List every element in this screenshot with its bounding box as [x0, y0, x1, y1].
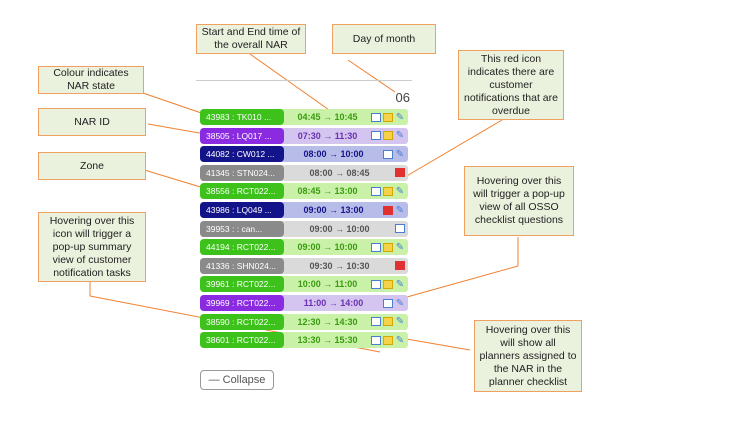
osso-checklist-icon[interactable]	[383, 131, 393, 141]
nar-row-icons: ✎	[371, 185, 408, 197]
callout-customer-notification: Hovering over this icon will trigger a p…	[38, 212, 146, 282]
nar-row-icons: ✎	[371, 334, 408, 346]
nar-id-badge[interactable]: 38590 : RCT022...	[200, 313, 284, 330]
callout-start-end-time: Start and End time of the overall NAR	[196, 24, 306, 54]
customer-notification-icon[interactable]	[371, 131, 381, 141]
nar-row-icons: ✎	[383, 297, 408, 309]
nar-time-range: 10:00 → 11:00	[297, 279, 358, 290]
customer-notification-icon[interactable]	[371, 317, 381, 327]
overdue-notification-icon[interactable]	[395, 261, 405, 271]
callout-red-icon-overdue: This red icon indicates there are custom…	[458, 50, 564, 120]
customer-notification-icon[interactable]	[383, 298, 393, 308]
nar-row[interactable]: 43983 : TK010 ... 04:45 → 10:45 ✎	[200, 109, 408, 125]
customer-notification-icon[interactable]	[383, 149, 393, 159]
callout-planners-assigned: Hovering over this will show all planner…	[474, 320, 582, 392]
nar-id-badge[interactable]: 38601 : RCT022...	[200, 332, 284, 349]
osso-checklist-icon[interactable]	[383, 186, 393, 196]
nar-id-badge[interactable]: 43986 : LQ049 ...	[200, 202, 284, 218]
nar-id-badge[interactable]: 38556 : RCT022...	[200, 183, 284, 200]
nar-time-range: 08:00 → 08:45	[309, 167, 370, 178]
nar-row-icons: ✎	[371, 130, 408, 142]
nar-id-badge[interactable]: 39953 : : can...	[200, 220, 284, 237]
nar-row-icons: ✎	[383, 204, 408, 216]
nar-row[interactable]: 39953 : : can... 09:00 → 10:00	[200, 220, 408, 237]
day-of-month: 06	[395, 90, 410, 105]
planner-checklist-icon[interactable]: ✎	[395, 185, 405, 197]
planner-checklist-icon[interactable]: ✎	[395, 241, 405, 253]
nar-row[interactable]: 44082 : CW012 ... 08:00 → 10:00 ✎	[200, 146, 408, 163]
nar-row-icons	[395, 224, 408, 234]
collapse-button[interactable]: — Collapse	[200, 370, 274, 390]
nar-row[interactable]: 38556 : RCT022... 08:45 → 13:00 ✎	[200, 183, 408, 200]
nar-row[interactable]: 44194 : RCT022... 09:00 → 10:00 ✎	[200, 239, 408, 256]
nar-row-icons	[395, 168, 408, 178]
nar-row[interactable]: 39961 : RCT022... 10:00 → 11:00 ✎	[200, 276, 408, 293]
nar-time-range: 08:45 → 13:00	[297, 186, 358, 197]
callout-osso-checklist: Hovering over this will trigger a pop-up…	[464, 166, 574, 236]
nar-time-range: 09:30 → 10:30	[309, 260, 370, 271]
nar-id-badge[interactable]: 41336 : SHN024...	[200, 257, 284, 274]
osso-checklist-icon[interactable]	[383, 242, 393, 252]
nar-row-icons: ✎	[371, 111, 408, 123]
nar-time-range: 09:00 → 13:00	[303, 205, 364, 215]
nar-row[interactable]: 38590 : RCT022... 12:30 → 14:30 ✎	[200, 313, 408, 330]
nar-time-range: 04:45 → 10:45	[297, 112, 358, 122]
nar-id-badge[interactable]: 38505 : LQ017 ...	[200, 127, 284, 144]
osso-checklist-icon[interactable]	[383, 335, 393, 345]
planner-checklist-icon[interactable]: ✎	[395, 111, 405, 123]
nar-row[interactable]: 39969 : RCT022... 11:00 → 14:00 ✎	[200, 295, 408, 311]
nar-row-icons: ✎	[371, 316, 408, 328]
nar-time-range: 09:00 → 10:00	[309, 223, 370, 234]
overdue-notification-icon[interactable]	[395, 168, 405, 178]
overdue-notification-icon[interactable]	[383, 205, 393, 215]
callout-day-of-month: Day of month	[332, 24, 436, 54]
callout-nar-state-colour: Colour indicates NAR state	[38, 66, 144, 94]
nar-list-panel: 06 43983 : TK010 ...04:45 → 10:45✎38505 …	[196, 80, 412, 397]
nar-id-badge[interactable]: 41345 : STN024...	[200, 164, 284, 181]
planner-checklist-icon[interactable]: ✎	[395, 204, 405, 216]
nar-time-range: 08:00 → 10:00	[303, 149, 364, 160]
nar-time-range: 12:30 → 14:30	[297, 316, 358, 327]
customer-notification-icon[interactable]	[371, 112, 381, 122]
planner-checklist-icon[interactable]: ✎	[395, 316, 405, 328]
nar-row-icons: ✎	[383, 148, 408, 160]
nar-id-badge[interactable]: 39969 : RCT022...	[200, 295, 284, 311]
customer-notification-icon[interactable]	[395, 224, 405, 234]
nar-row[interactable]: 38601 : RCT022... 13:30 → 15:30 ✎	[200, 332, 408, 349]
callout-zone: Zone	[38, 152, 146, 180]
planner-checklist-icon[interactable]: ✎	[395, 334, 405, 346]
nar-row[interactable]: 38505 : LQ017 ... 07:30 → 11:30 ✎	[200, 127, 408, 144]
planner-checklist-icon[interactable]: ✎	[395, 297, 405, 309]
nar-row[interactable]: 43986 : LQ049 ... 09:00 → 13:00 ✎	[200, 202, 408, 218]
nar-id-badge[interactable]: 44082 : CW012 ...	[200, 146, 284, 163]
nar-time-range: 07:30 → 11:30	[297, 130, 358, 141]
nar-time-range: 09:00 → 10:00	[297, 242, 358, 253]
nar-row[interactable]: 41336 : SHN024... 09:30 → 10:30	[200, 257, 408, 274]
nar-row-icons	[395, 261, 408, 271]
customer-notification-icon[interactable]	[371, 186, 381, 196]
nar-id-badge[interactable]: 44194 : RCT022...	[200, 239, 284, 256]
nar-time-range: 13:30 → 15:30	[297, 335, 358, 346]
nar-id-badge[interactable]: 43983 : TK010 ...	[200, 109, 284, 125]
nar-row-icons: ✎	[371, 241, 408, 253]
planner-checklist-icon[interactable]: ✎	[395, 130, 405, 142]
nar-time-range: 11:00 → 14:00	[303, 298, 364, 308]
osso-checklist-icon[interactable]	[383, 317, 393, 327]
osso-checklist-icon[interactable]	[383, 112, 393, 122]
customer-notification-icon[interactable]	[371, 279, 381, 289]
planner-checklist-icon[interactable]: ✎	[395, 278, 405, 290]
nar-id-badge[interactable]: 39961 : RCT022...	[200, 276, 284, 293]
planner-checklist-icon[interactable]: ✎	[395, 148, 405, 160]
osso-checklist-icon[interactable]	[383, 279, 393, 289]
nar-row-icons: ✎	[371, 278, 408, 290]
customer-notification-icon[interactable]	[371, 242, 381, 252]
nar-row[interactable]: 41345 : STN024... 08:00 → 08:45	[200, 164, 408, 181]
customer-notification-icon[interactable]	[371, 335, 381, 345]
callout-nar-id: NAR ID	[38, 108, 146, 136]
